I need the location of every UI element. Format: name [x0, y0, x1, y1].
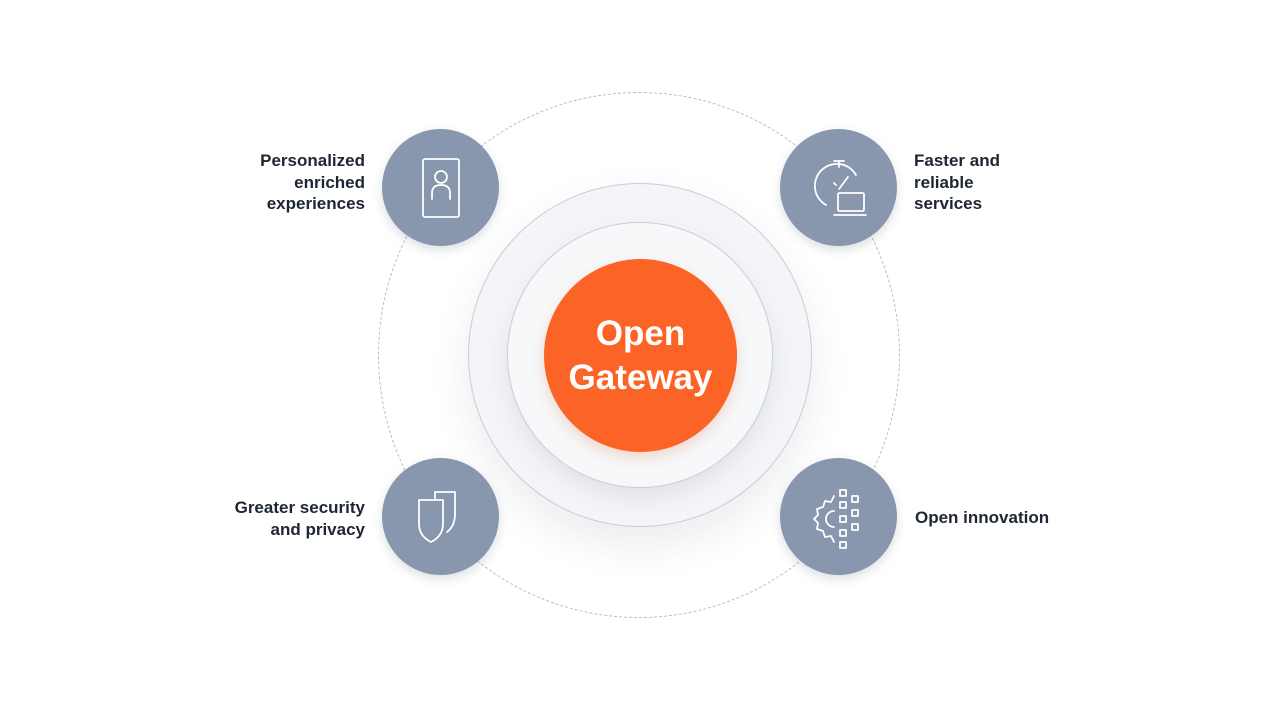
person-card-icon [421, 157, 460, 218]
gear-blocks-icon [812, 488, 859, 549]
stopwatch-laptop-icon [813, 159, 867, 216]
label-line: Faster and [914, 151, 1000, 170]
label-line: Personalized [260, 151, 365, 170]
benefit-label-innovation: Open innovation [915, 507, 1115, 529]
label-line: Greater security [234, 498, 365, 517]
benefit-node-personalized [382, 129, 499, 246]
core-title: Open Gateway [556, 312, 726, 400]
open-gateway-core: Open Gateway [544, 259, 737, 452]
benefit-label-faster: Faster and reliable services [914, 150, 1074, 215]
benefit-label-security: Greater security and privacy [185, 497, 365, 540]
benefit-node-innovation [780, 458, 897, 575]
double-shield-icon [417, 490, 456, 543]
label-line: Open innovation [915, 508, 1050, 527]
benefit-label-personalized: Personalized enriched experiences [205, 150, 365, 215]
core-title-line2: Gateway [568, 357, 713, 397]
benefit-node-faster [780, 129, 897, 246]
label-line: experiences [266, 194, 365, 213]
dashed-orbit [378, 92, 900, 618]
label-line: reliable [914, 172, 974, 192]
benefit-node-security [382, 458, 499, 575]
label-line: services [914, 194, 983, 213]
label-line: and privacy [270, 519, 366, 539]
core-title-line1: Open [595, 313, 686, 353]
label-line: enriched [294, 172, 365, 192]
